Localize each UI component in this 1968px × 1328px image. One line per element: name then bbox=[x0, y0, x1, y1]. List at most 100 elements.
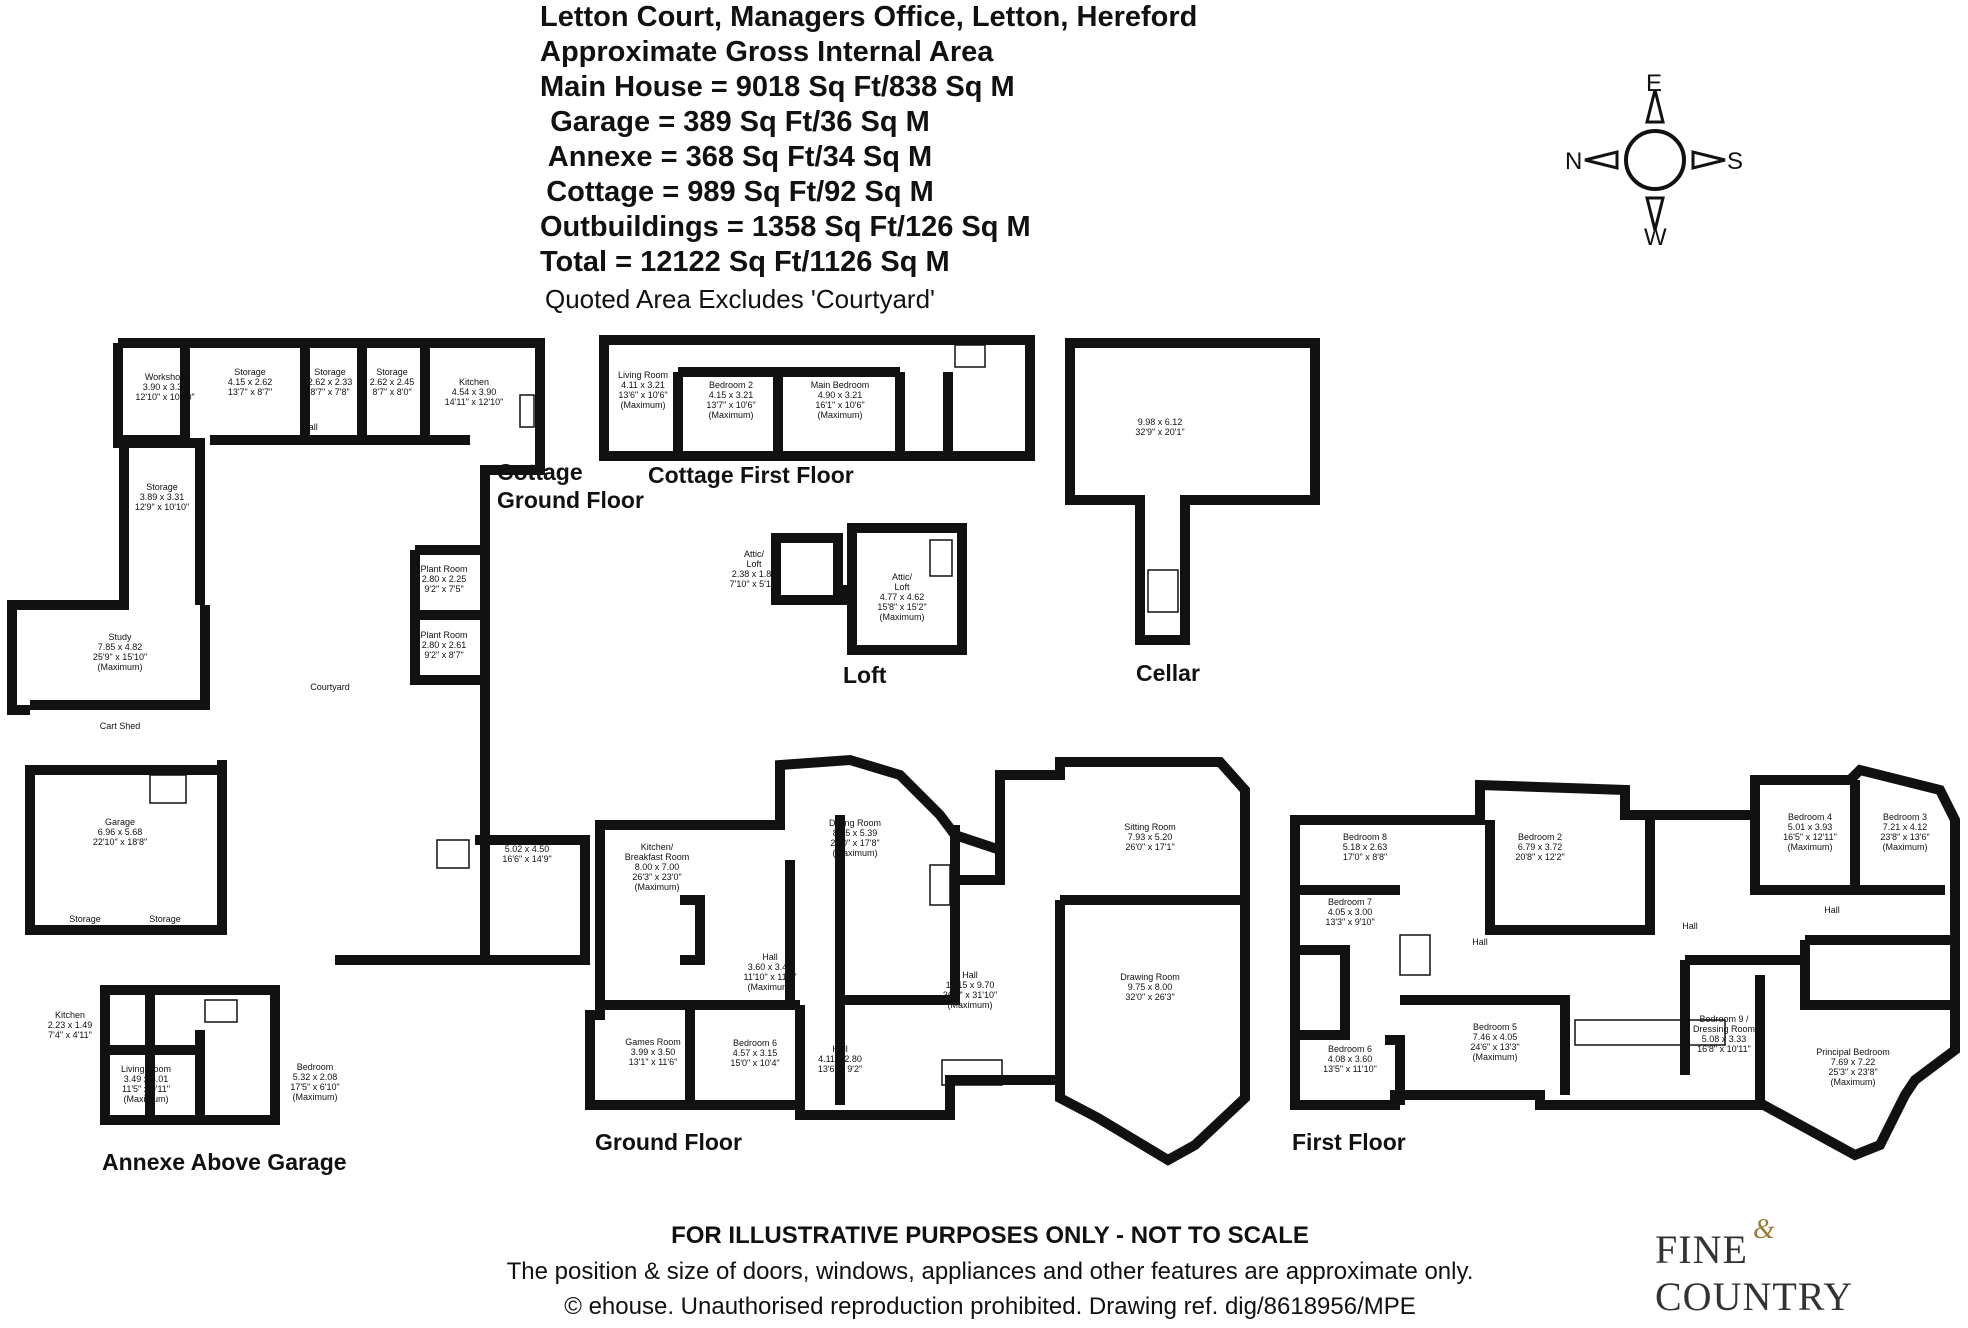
room-label-line: 12'9" x 10'10" bbox=[135, 502, 189, 512]
room-label-line: (Maximum) bbox=[1788, 842, 1833, 852]
first-floor-inner bbox=[1295, 780, 1955, 1105]
room-label-line: 3.99 x 3.50 bbox=[631, 1047, 676, 1057]
room-label-line: (Maximum) bbox=[621, 400, 666, 410]
room-label-line: 13'6" x 9'2" bbox=[818, 1064, 862, 1074]
room-label-line: (Maximum) bbox=[709, 410, 754, 420]
room-label-line: 5.08 x 3.33 bbox=[1702, 1034, 1747, 1044]
room-label-line: Breakfast Room bbox=[625, 852, 690, 862]
room-label-line: 24'6" x 13'3" bbox=[1470, 1042, 1519, 1052]
loft-outline bbox=[771, 523, 967, 655]
room-label-line: Hall bbox=[1472, 937, 1488, 947]
stair-loft bbox=[929, 539, 953, 577]
first-floor-outline bbox=[1290, 764, 1960, 1161]
room-label-line: 8.85 x 5.39 bbox=[833, 828, 878, 838]
room-label-line: 3.90 x 3.31 bbox=[143, 382, 188, 392]
room-label-line: 26'3" x 23'0" bbox=[632, 872, 681, 882]
room-label-line: Principal Bedroom bbox=[1816, 1047, 1890, 1057]
cottage-row-wall bbox=[118, 343, 470, 445]
room-label-line: (Maximum) bbox=[948, 1000, 993, 1010]
brand-ampersand: & bbox=[1753, 1214, 1775, 1245]
room-label-line: 15'8" x 15'2" bbox=[877, 602, 926, 612]
room-label-line: Hall bbox=[302, 422, 318, 432]
room-label-line: 17'5" x 6'10" bbox=[290, 1082, 339, 1092]
room-label-line: 29'0" x 17'8" bbox=[830, 838, 879, 848]
cellar-outline bbox=[1065, 338, 1320, 645]
plan-walls bbox=[7, 335, 1960, 1166]
room-label-line: Dining Room bbox=[829, 818, 881, 828]
room-label-line: 4.08 x 3.60 bbox=[1328, 1054, 1373, 1064]
compass-north-label: N bbox=[1565, 148, 1583, 175]
room-label-line: 2.62 x 2.45 bbox=[370, 377, 415, 387]
compass-west-label: W bbox=[1644, 224, 1667, 251]
room-label-line: 7'10" x 5'11" bbox=[730, 579, 779, 589]
room-label-line: Sitting Room bbox=[1124, 822, 1176, 832]
room-label-line: 7.46 x 4.05 bbox=[1473, 1032, 1518, 1042]
area-total: Total = 12122 Sq Ft/1126 Sq M bbox=[540, 246, 950, 278]
stair-utility bbox=[436, 839, 470, 869]
room-label-line: 11'5" x 9'11" bbox=[122, 1084, 170, 1094]
room-label-line: Courtyard bbox=[310, 682, 350, 692]
ground-floor-outline bbox=[585, 754, 1250, 1166]
ground-floor-inner bbox=[600, 815, 1245, 1105]
room-label-line: 8.00 x 7.00 bbox=[635, 862, 680, 872]
room-label-line: 5.32 x 2.08 bbox=[293, 1072, 338, 1082]
plant-room-wall bbox=[410, 545, 490, 685]
stair-first-left bbox=[1399, 934, 1431, 976]
section-cottage-ground-line1: Cottage bbox=[497, 459, 583, 485]
room-label-line: (Maximum) bbox=[635, 882, 680, 892]
room-label-line: 2.23 x 1.49 bbox=[48, 1020, 93, 1030]
room-label-line: 3.89 x 3.31 bbox=[140, 492, 185, 502]
room-label-line: Study bbox=[108, 632, 132, 642]
room-label-line: 25'3" x 23'8" bbox=[1828, 1067, 1877, 1077]
room-label-line: 9.75 x 8.00 bbox=[1128, 982, 1173, 992]
brand-word-fine: FINE bbox=[1655, 1227, 1748, 1272]
room-label-line: Hall bbox=[962, 970, 978, 980]
room-label-line: (Maximum) bbox=[1473, 1052, 1518, 1062]
room-label-line: 4.15 x 3.21 bbox=[709, 390, 754, 400]
room-label-line: Bedroom 6 bbox=[1328, 1044, 1372, 1054]
room-label-line: 20'8" x 12'2" bbox=[1515, 852, 1564, 862]
room-label-line: 5.01 x 3.93 bbox=[1788, 822, 1833, 832]
room-label-line: Workshop bbox=[145, 372, 185, 382]
room-label-line: Bedroom 8 bbox=[1343, 832, 1387, 842]
room-label-line: 2.80 x 2.25 bbox=[422, 574, 467, 584]
room-label-garage-storage2: Storage bbox=[149, 914, 181, 924]
room-label-line: Living Room bbox=[618, 370, 668, 380]
room-label-line: 16'1" x 10'6" bbox=[815, 400, 864, 410]
room-label-line: 5.02 x 4.50 bbox=[505, 844, 550, 854]
room-label-line: 32'0" x 26'3" bbox=[1125, 992, 1174, 1002]
room-label-line: 36'7" x 31'10" bbox=[943, 990, 997, 1000]
room-label-line: Kitchen bbox=[459, 377, 489, 387]
stair-ground-back bbox=[929, 864, 951, 906]
room-label-line: 7.85 x 4.82 bbox=[98, 642, 143, 652]
room-label-line: 16'8" x 10'11" bbox=[1697, 1044, 1751, 1054]
room-label-line: Main Bedroom bbox=[811, 380, 870, 390]
room-label-line: 32'9" x 20'1" bbox=[1135, 427, 1184, 437]
footer-disclaimer: FOR ILLUSTRATIVE PURPOSES ONLY - NOT TO … bbox=[671, 1222, 1309, 1249]
room-label-line: (Maximum) bbox=[818, 410, 863, 420]
room-label-line: Storage bbox=[146, 482, 178, 492]
room-label-line: Loft bbox=[894, 582, 910, 592]
room-label-line: Garage bbox=[105, 817, 135, 827]
room-label-line: 16'6" x 14'9" bbox=[502, 854, 551, 864]
room-label-line: 4.15 x 2.62 bbox=[228, 377, 273, 387]
room-label-line: (Maximum) bbox=[98, 662, 143, 672]
